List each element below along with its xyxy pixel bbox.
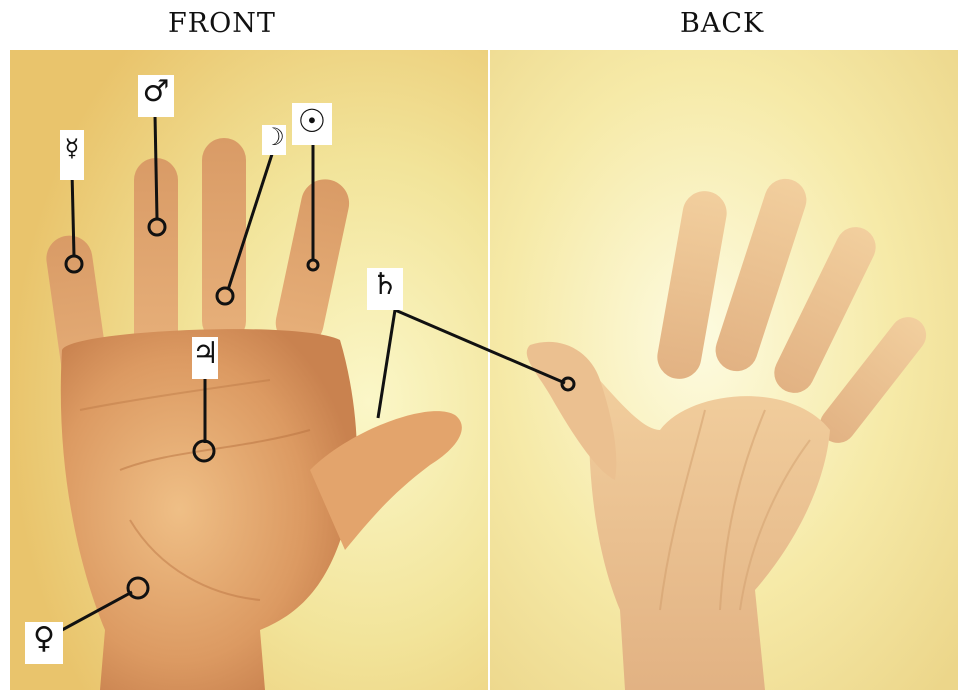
sun-symbol-label: ☉ bbox=[292, 103, 332, 145]
venus-point-marker bbox=[128, 578, 148, 598]
mars-leader-line bbox=[155, 115, 157, 218]
mercury-symbol-label: ☿ bbox=[60, 130, 84, 180]
mars-point-marker bbox=[149, 219, 165, 235]
mars-symbol-label: ♂ bbox=[138, 75, 174, 117]
moon-point-marker bbox=[217, 288, 233, 304]
venus-leader-line bbox=[62, 592, 132, 630]
moon-symbol-label: ☽ bbox=[262, 125, 286, 155]
saturn-leader-line-front bbox=[378, 310, 395, 418]
saturn-symbol-label: ♄ bbox=[367, 268, 403, 310]
jupiter-symbol-label: ♃ bbox=[192, 337, 218, 379]
moon-leader-line bbox=[228, 148, 274, 290]
sun-point-marker bbox=[308, 260, 318, 270]
jupiter-point-marker bbox=[194, 441, 214, 461]
mercury-point-marker bbox=[66, 256, 82, 272]
mercury-leader-line bbox=[72, 172, 74, 256]
venus-symbol-label: ♀ bbox=[25, 622, 63, 664]
saturn-leader-line-back bbox=[395, 310, 565, 383]
